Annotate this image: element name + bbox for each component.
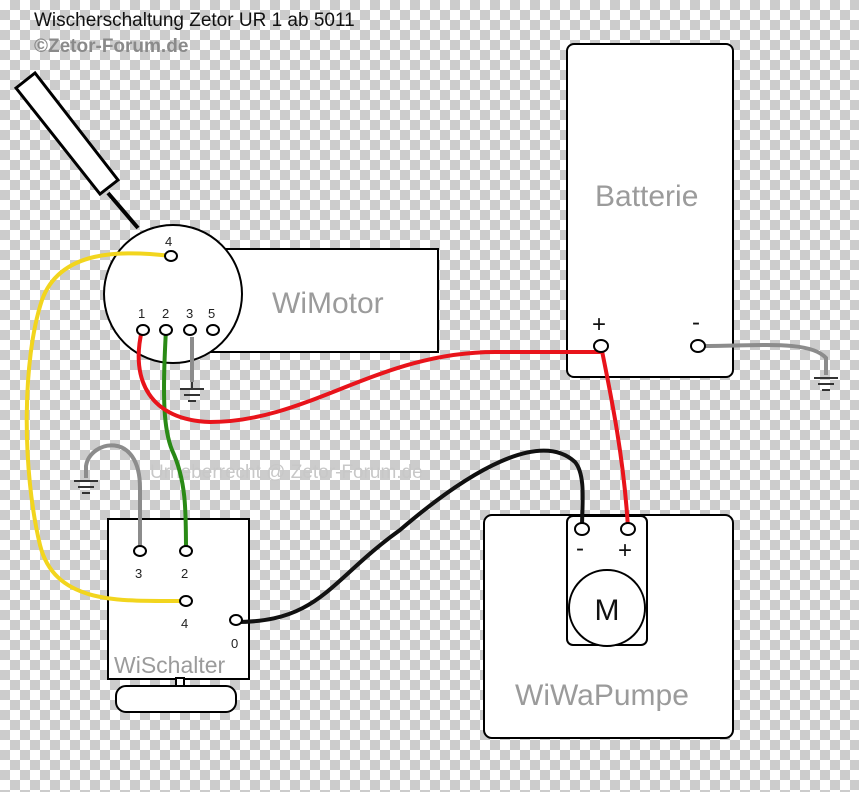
motor-terminal-3[interactable] (183, 324, 197, 336)
motor-pin-label: 4 (165, 234, 172, 249)
switch-terminal-3[interactable] (133, 545, 147, 557)
motor-pin-label: 3 (186, 306, 193, 321)
ground-icon (814, 377, 838, 391)
copyright-label: ©Zetor-Forum.de (34, 36, 188, 57)
yellow-wire (24, 251, 187, 604)
switch-pin-label: 4 (181, 616, 188, 631)
green-wire (162, 329, 188, 552)
wiwapumpe-label: WiWaPumpe (515, 679, 689, 712)
ground-icon (74, 480, 98, 494)
battery-plus-terminal[interactable] (593, 339, 609, 353)
switch-terminal-4[interactable] (179, 595, 193, 607)
batterie-body (566, 43, 734, 378)
motor-terminal-5[interactable] (206, 324, 220, 336)
switch-pin-label: 3 (135, 566, 142, 581)
switch-terminal-0[interactable] (229, 614, 243, 626)
motor-terminal-1[interactable] (136, 324, 150, 336)
pump-minus-label: - (576, 535, 584, 562)
pump-plus-label: + (618, 537, 632, 564)
black-wire (235, 448, 585, 624)
motor-terminal-4[interactable] (164, 250, 178, 262)
battery-plus-label: + (592, 311, 606, 338)
wischalter-label: WiSchalter (114, 652, 226, 678)
ground-icon (180, 382, 204, 402)
red-wire-battery-pump (599, 345, 630, 529)
ground-wire-switch (84, 443, 142, 549)
pump-motor-symbol: M (595, 594, 620, 627)
wiper-arm-icon (13, 70, 140, 230)
batterie-label: Batterie (595, 180, 698, 213)
pump-plus-terminal[interactable] (620, 522, 636, 536)
wimotor-connector-head (103, 224, 243, 364)
motor-pin-label: 1 (138, 306, 145, 321)
motor-terminal-2[interactable] (159, 324, 173, 336)
switch-pin-label: 0 (231, 636, 238, 651)
switch-pin-label: 2 (181, 566, 188, 581)
ground-wire-battery (697, 343, 828, 375)
diagram-title: Wischerschaltung Zetor UR 1 ab 5011 (34, 10, 355, 31)
motor-pin-label: 2 (162, 306, 169, 321)
battery-minus-label: - (692, 309, 700, 336)
pump-motor-icon (568, 569, 646, 647)
wischalter-knob[interactable] (115, 685, 237, 713)
wimotor-label: WiMotor (272, 287, 384, 320)
motor-pin-label: 5 (208, 306, 215, 321)
switch-terminal-2[interactable] (179, 545, 193, 557)
red-wire-motor-battery (136, 329, 601, 425)
pump-minus-terminal[interactable] (574, 522, 590, 536)
battery-minus-terminal[interactable] (690, 339, 706, 353)
watermark: Urheberrecht @ Zetor-Forum.de (150, 462, 423, 483)
